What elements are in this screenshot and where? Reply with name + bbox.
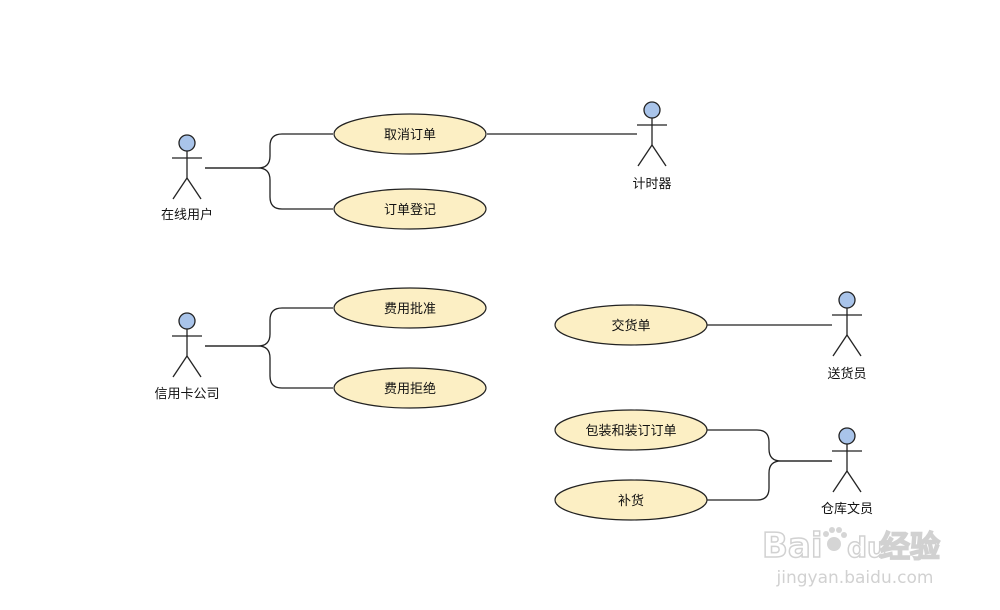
usecase-fee-approve[interactable]: 费用批准 [333,287,487,329]
link-pack-bind-warehouse-clerk [707,429,832,462]
actor-figure-icon [832,427,862,493]
watermark-brand-right: du [847,531,887,564]
watermark-url: jingyan.baidu.com [776,568,934,588]
usecase-restock[interactable]: 补货 [554,479,708,521]
link-online-user-order-register [205,167,333,210]
usecase-cancel-order-label: 取消订单 [384,128,436,143]
actor-figure-icon [172,134,202,200]
usecase-pack-bind-label: 包装和装订订单 [585,424,676,439]
usecase-pack-bind[interactable]: 包装和装订订单 [554,409,708,451]
actor-courier-label: 送货员 [827,366,866,382]
actor-timer-label: 计时器 [632,177,671,192]
actor-figure-icon [832,291,862,357]
actor-online-user[interactable]: 在线用户 [161,134,213,223]
usecase-fee-reject-label: 费用拒绝 [384,381,436,397]
actor-warehouse-clerk-label: 仓库文员 [821,501,873,517]
watermark-brand-cn: 经验 [880,530,940,565]
usecase-restock-label: 补货 [618,493,644,509]
actor-online-user-label: 在线用户 [161,207,213,223]
actor-figure-icon [172,312,202,378]
usecase-fee-approve-label: 费用批准 [384,302,436,317]
usecase-delivery-note-label: 交货单 [611,318,650,334]
link-online-user-cancel-order [205,133,333,169]
usecase-order-register[interactable]: 订单登记 [333,188,487,230]
usecase-delivery-note[interactable]: 交货单 [554,304,708,346]
actor-timer[interactable]: 计时器 [632,101,672,192]
connectors [205,133,832,501]
usecase-fee-reject[interactable]: 费用拒绝 [333,367,487,409]
actor-credit-company-label: 信用卡公司 [154,387,219,402]
actor-credit-company[interactable]: 信用卡公司 [154,312,220,402]
actor-courier[interactable]: 送货员 [827,291,867,382]
link-restock-warehouse-clerk [707,460,832,501]
link-credit-company-fee-reject [205,345,333,389]
baidu-jingyan-watermark: Bai du 经验 jingyan.baidu.com [761,525,941,588]
usecase-order-register-label: 订单登记 [384,203,436,218]
actor-figure-icon [637,101,667,167]
actor-warehouse-clerk[interactable]: 仓库文员 [821,427,873,517]
watermark-brand-left: Bai [762,526,823,566]
link-credit-company-fee-approve [205,307,333,347]
usecase-cancel-order[interactable]: 取消订单 [333,113,487,155]
paw-icon [823,527,847,551]
